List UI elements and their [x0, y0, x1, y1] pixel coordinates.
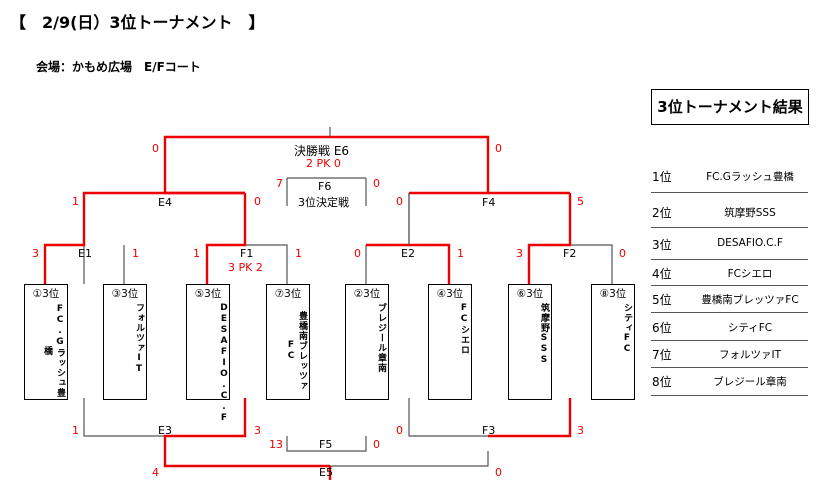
- team-name: FCシエロ: [459, 303, 469, 355]
- f2-label: F2: [563, 247, 577, 260]
- result-team: DESAFIO.C.F: [717, 237, 783, 249]
- results-title: 3位トーナメント結果: [651, 89, 809, 125]
- result-team: シティFC: [727, 322, 773, 334]
- result-team: フォルツァIT: [718, 349, 781, 361]
- e5-label: E5: [319, 466, 333, 479]
- result-divider: [651, 259, 808, 260]
- result-rank: 1位: [652, 170, 672, 184]
- page-title: 【 2/9(日）3位トーナメント 】: [10, 13, 265, 32]
- f3-label: F3: [482, 424, 496, 437]
- team-box: ⑦3位 豊橋南ブレッツァFC: [266, 284, 310, 400]
- result-divider: [651, 367, 808, 368]
- team-name: 筑摩野SSS: [539, 303, 549, 366]
- f4-score-right: 5: [577, 195, 584, 208]
- e4-score-right: 0: [254, 195, 261, 208]
- e2-score-right: 1: [457, 247, 464, 260]
- team-seed: ⑤3位: [194, 288, 222, 300]
- team-box: ⑥3位 筑摩野SSS: [508, 284, 552, 400]
- e2-label: E2: [401, 247, 415, 260]
- f5-label: F5: [319, 438, 333, 451]
- team-seed: ④3位: [436, 288, 464, 300]
- e4-score-left: 1: [72, 195, 79, 208]
- result-rank: 5位: [652, 293, 672, 307]
- e2-score-left: 0: [354, 247, 361, 260]
- team-seed: ①3位: [32, 288, 60, 300]
- e3-score-right: 3: [254, 424, 261, 437]
- result-divider: [651, 192, 808, 193]
- e5-score-right: 0: [495, 466, 502, 479]
- e1-score-left: 3: [32, 247, 39, 260]
- final-score-right: 0: [495, 142, 502, 155]
- final-score-left: 0: [152, 142, 159, 155]
- team-name: フォルツァIT: [134, 303, 144, 375]
- result-team: FCシエロ: [727, 268, 773, 280]
- f2-score-right: 0: [619, 247, 626, 260]
- e1-label: E1: [78, 247, 92, 260]
- result-divider: [651, 340, 808, 341]
- team-box: ⑤3位 DESAFIO.C.F: [186, 284, 230, 424]
- e1-score-right: 1: [132, 247, 139, 260]
- result-divider: [651, 285, 808, 286]
- team-box: ⑧3位 シティFC: [591, 284, 635, 400]
- result-rank: 7位: [652, 348, 672, 362]
- result-divider: [651, 395, 808, 396]
- result-rank: 6位: [652, 321, 672, 335]
- team-box: ③3位 フォルツァIT: [103, 284, 147, 400]
- f1-label: F1: [240, 247, 254, 260]
- result-rank: 8位: [652, 375, 672, 389]
- f2-score-left: 3: [516, 247, 523, 260]
- result-team: ブレジール章南: [713, 376, 787, 388]
- f1-score-left: 1: [193, 247, 200, 260]
- team-name: シティFC: [622, 303, 632, 355]
- team-seed: ②3位: [353, 288, 381, 300]
- f5-score-right: 0: [373, 438, 380, 451]
- f4-label: F4: [482, 196, 496, 209]
- f5-score-left: 13: [269, 438, 283, 451]
- team-seed: ⑥3位: [516, 288, 544, 300]
- e3-label: E3: [158, 424, 172, 437]
- third-label: F6: [318, 180, 332, 193]
- f4-score-left: 0: [396, 195, 403, 208]
- e3-score-left: 1: [72, 424, 79, 437]
- team-name: ブレジール章南: [376, 303, 386, 373]
- team-name: DESAFIO.C.F: [219, 303, 229, 424]
- e4-label: E4: [158, 196, 172, 209]
- third-score-right: 0: [373, 177, 380, 190]
- result-rank: 2位: [652, 206, 672, 220]
- team-box: ④3位 FCシエロ: [428, 284, 472, 400]
- f1-score-right: 1: [295, 247, 302, 260]
- result-divider: [651, 312, 808, 313]
- team-name: FC.Gラッシュ豊橋: [42, 304, 65, 398]
- venue-label: 会場：かもめ広場 E/Fコート: [36, 60, 201, 74]
- result-divider: [651, 227, 808, 228]
- e5-score-left: 4: [152, 466, 159, 479]
- team-box: ②3位 ブレジール章南: [345, 284, 389, 400]
- team-name: 豊橋南ブレッツァFC: [286, 311, 307, 391]
- third-sub: 3位決定戦: [298, 196, 349, 209]
- third-score-left: 7: [276, 177, 283, 190]
- result-team: 筑摩野SSS: [724, 207, 776, 219]
- f1-pk: 3 PK 2: [228, 261, 263, 274]
- team-seed: ③3位: [111, 288, 139, 300]
- result-rank: 3位: [652, 238, 672, 252]
- result-team: FC.Gラッシュ豊橋: [706, 171, 794, 183]
- result-team: 豊橋南ブレッツァFC: [701, 294, 799, 306]
- team-seed: ⑧3位: [599, 288, 627, 300]
- team-box: ①3位 FC.Gラッシュ豊橋: [24, 284, 68, 400]
- team-seed: ⑦3位: [274, 288, 302, 300]
- result-rank: 4位: [652, 267, 672, 281]
- final-pk: 2 PK 0: [306, 157, 341, 170]
- final-label: 決勝戦 E6: [294, 144, 350, 158]
- f3-score-left: 0: [396, 424, 403, 437]
- f3-score-right: 3: [577, 424, 584, 437]
